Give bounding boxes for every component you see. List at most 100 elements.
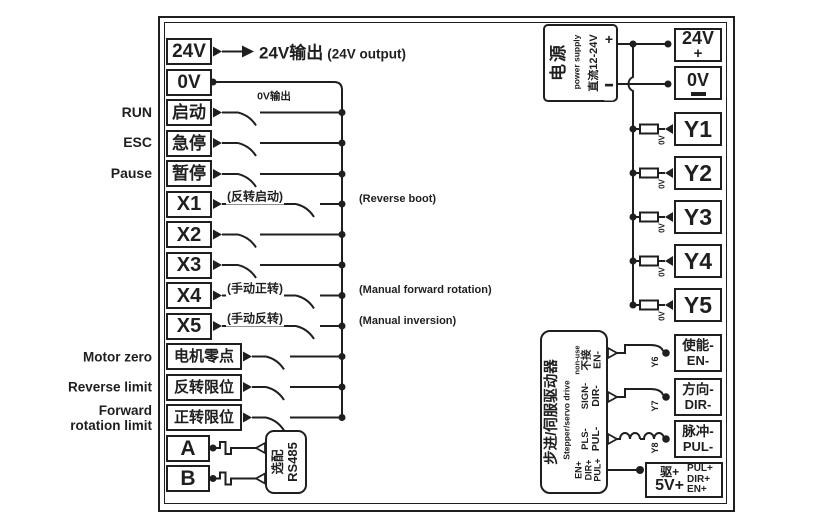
switch-x3 xyxy=(222,264,342,279)
wire-dir xyxy=(617,388,664,398)
y5-0v-label: 0V xyxy=(657,311,667,321)
terminal-enable: 使能- EN- xyxy=(674,334,722,372)
terminal-direction: 方向- DIR- xyxy=(674,378,722,416)
terminal-direction-en: DIR- xyxy=(684,397,712,413)
label-run: RUN xyxy=(121,103,152,120)
resistor-y2 xyxy=(639,167,659,179)
y3-0v-label: 0V xyxy=(657,223,667,233)
terminal-drive-5v-pul: PUL+ xyxy=(687,463,713,475)
terminal-drive-5v-qu: 驱+ xyxy=(660,465,680,479)
terminal-pulse: 脉冲- PUL- xyxy=(674,420,722,458)
switch-x5 xyxy=(222,325,342,340)
terminal-motor-zero: 电机零点 xyxy=(166,343,242,370)
annotation-x4-en: (Manual forward rotation) xyxy=(358,284,493,296)
rs485-label-zh: 选配 xyxy=(271,449,286,475)
rs485-label-en: RS485 xyxy=(284,442,300,482)
terminal-pulse-zh: 脉冲- xyxy=(682,423,714,439)
terminal-a: A xyxy=(166,434,210,462)
label-esc: ESC xyxy=(123,134,152,151)
terminal-drive-5v-right: PUL+ DIR+ EN+ xyxy=(687,464,713,496)
terminal-drive-5v: 驱+ 5V+ PUL+ DIR+ EN+ xyxy=(645,462,723,498)
terminal-0v: 0V xyxy=(166,68,212,96)
drive-port-en-name: EN- xyxy=(592,350,605,370)
switch-reverse-limit xyxy=(252,386,342,401)
terminal-24v-plus-line1: 24V xyxy=(681,28,715,48)
resistor-y1 xyxy=(639,123,659,135)
wire-a xyxy=(216,441,257,455)
annotation-x1-en: (Reverse boot) xyxy=(358,193,438,205)
terminal-x5: X5 xyxy=(166,312,212,340)
terminal-estop: 急停 xyxy=(166,129,212,157)
drive-box xyxy=(540,330,608,494)
switch-run xyxy=(222,111,342,127)
terminal-x2: X2 xyxy=(166,221,212,248)
terminal-enable-zh: 使能- xyxy=(682,337,714,353)
label-forward-limit: Forward rotation limit xyxy=(18,402,152,432)
terminal-y3: Y3 xyxy=(674,200,722,234)
label-pause: Pause xyxy=(110,165,152,182)
y1-0v-label: 0V xyxy=(657,135,667,145)
annotation-0v-output: 0V输出 xyxy=(257,88,291,104)
label-forward-limit-line1: Forward xyxy=(98,402,152,418)
power-supply-rating: 直流12-24V xyxy=(588,34,601,92)
terminal-0v-minus-bar xyxy=(690,91,706,96)
terminal-arrows xyxy=(213,45,673,423)
annotation-24v-output: 24V输出 (24V output) xyxy=(258,38,407,64)
switch-x4 xyxy=(222,294,342,310)
power-supply-name-zh: 电源 xyxy=(548,43,568,81)
drive-port-dir-label: SIGN- DIR- xyxy=(580,383,603,409)
wire-0v-bus xyxy=(213,81,343,418)
drive-bundle-pul-plus: PUL+ xyxy=(592,458,603,482)
terminal-pause: 暂停 xyxy=(166,160,212,187)
drive-port-en-label: non-use 不接 EN- xyxy=(573,345,605,374)
y4-0v-label: 0V xyxy=(657,267,667,277)
terminal-y2: Y2 xyxy=(674,156,722,190)
wire-b xyxy=(216,471,257,486)
y2-0v-label: 0V xyxy=(657,179,667,189)
wire-pul xyxy=(617,432,665,440)
terminal-y1: Y1 xyxy=(674,112,722,146)
drive-plus-bundle-label: EN+ DIR+ PUL+ xyxy=(573,458,603,482)
power-supply-minus-mark: − xyxy=(604,73,614,101)
power-supply-plus-mark: + xyxy=(604,31,614,47)
switch-forward-limit xyxy=(252,416,342,432)
switch-pause xyxy=(222,173,342,188)
terminal-24v-plus: 24V + xyxy=(674,28,722,62)
terminal-0v-minus: 0V xyxy=(674,66,722,100)
terminal-drive-5v-en: EN+ xyxy=(687,484,707,496)
tag-y7: Y7 xyxy=(650,400,661,412)
annotation-x5-zh: (手动反转) xyxy=(226,309,284,327)
annotation-x5-en: (Manual inversion) xyxy=(358,314,458,327)
resistor-y3 xyxy=(639,211,659,223)
label-forward-limit-line2: rotation limit xyxy=(70,417,152,433)
switch-x1 xyxy=(222,203,342,218)
terminal-drive-5v-left: 驱+ 5V+ xyxy=(655,466,684,494)
annotation-24v-output-en: (24V output) xyxy=(327,46,406,62)
terminal-b: B xyxy=(166,465,210,492)
drive-name-zh: 步进/伺服驱动器 xyxy=(544,359,561,465)
annotation-x4-zh: (手动正转) xyxy=(226,279,284,296)
wire-right-bus xyxy=(627,44,634,305)
terminal-drive-5v-5v: 5V+ xyxy=(655,477,685,494)
terminal-direction-zh: 方向- xyxy=(682,381,714,397)
annotation-x1-zh: (反转启动) xyxy=(226,187,284,205)
tag-y8: Y8 xyxy=(650,442,661,454)
terminal-0v-minus-line1: 0V xyxy=(686,69,710,90)
terminal-24v: 24V xyxy=(166,38,212,65)
switch-motor-zero xyxy=(252,355,342,371)
switch-x2 xyxy=(222,233,342,249)
switch-estop xyxy=(222,142,342,157)
terminal-x4: X4 xyxy=(166,282,212,309)
terminal-y4: Y4 xyxy=(674,244,722,278)
rs485-label: 选配 RS485 xyxy=(271,442,300,482)
terminal-enable-en: EN- xyxy=(686,353,710,369)
terminal-run: 启动 xyxy=(166,99,212,126)
terminal-forward-limit: 正转限位 xyxy=(166,404,242,431)
terminal-24v-plus-line2: + xyxy=(693,45,703,62)
panel-inner-border xyxy=(164,22,727,504)
drive-port-pul-name: PUL- xyxy=(590,426,603,452)
terminal-reverse-limit: 反转限位 xyxy=(166,373,242,401)
terminal-drive-5v-dir: DIR+ xyxy=(687,473,711,485)
terminal-x3: X3 xyxy=(166,251,212,279)
